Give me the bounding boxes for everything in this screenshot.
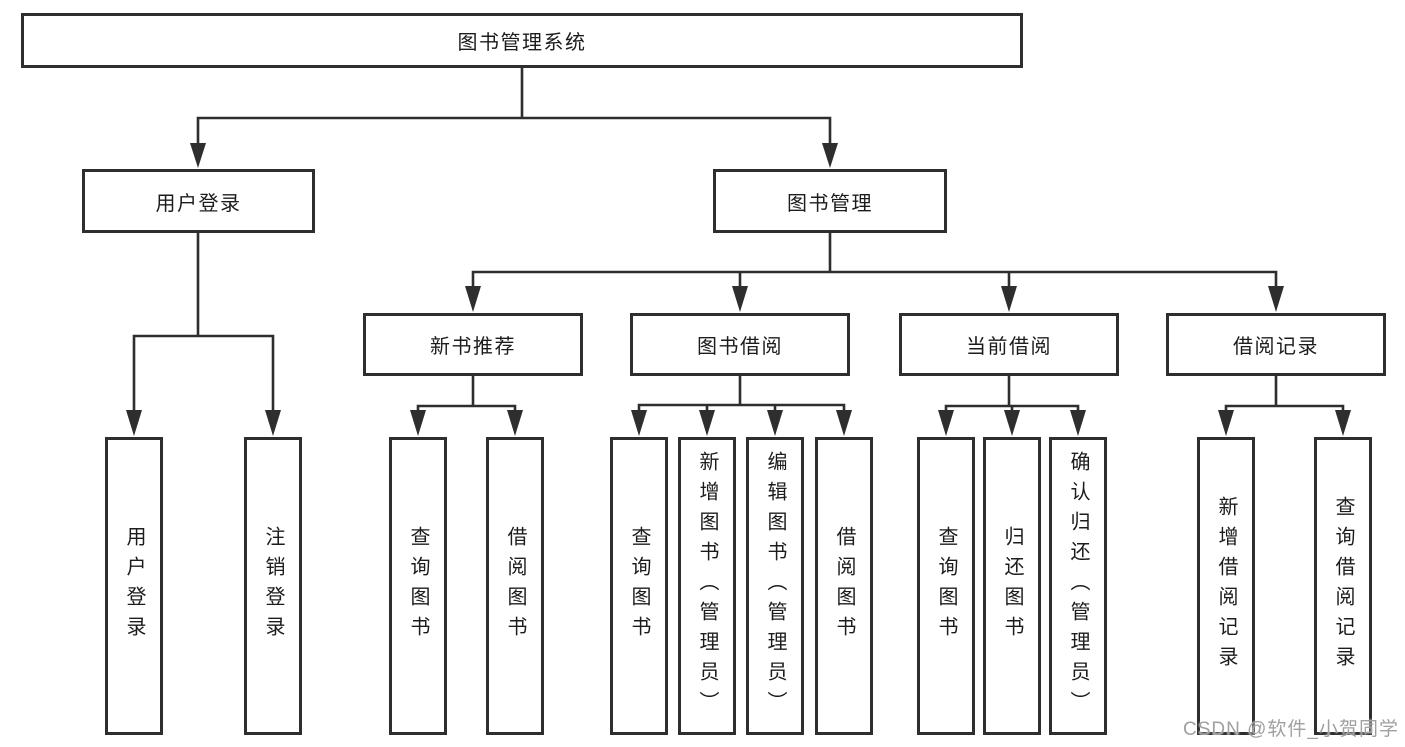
- leaf-node-label: 注销登录: [262, 526, 284, 646]
- section-node-label: 新书推荐: [430, 336, 516, 358]
- leaf-node-borrow-books-recommend: 借阅图书: [486, 437, 544, 735]
- branch-node-label: 图书管理: [787, 192, 873, 215]
- section-node-book-borrow: 图书借阅: [630, 313, 850, 376]
- connector-user-login-children: [126, 231, 281, 436]
- connector-new-books-children: [410, 374, 523, 436]
- section-node-current-borrow: 当前借阅: [899, 313, 1119, 376]
- leaf-node-label: 归还图书: [1001, 526, 1023, 646]
- leaf-node-label: 借阅图书: [504, 526, 526, 646]
- leaf-node-label: 借阅图书: [833, 526, 855, 646]
- root-node-label: 图书管理系统: [457, 32, 587, 54]
- leaf-node-borrow-books: 借阅图书: [815, 437, 873, 735]
- connector-borrow-records-children: [1218, 374, 1351, 436]
- leaf-node-label: 查询图书: [407, 526, 429, 646]
- section-node-label: 当前借阅: [966, 336, 1052, 358]
- leaf-node-user-login: 用户登录: [105, 437, 163, 735]
- leaf-node-edit-books-admin: 编辑图书（管理员）: [746, 437, 804, 735]
- leaf-node-query-books-current: 查询图书: [917, 437, 975, 735]
- section-node-label: 借阅记录: [1233, 336, 1319, 358]
- leaf-node-query-books-borrow: 查询图书: [610, 437, 668, 735]
- leaf-node-label: 用户登录: [123, 526, 145, 646]
- csdn-watermark: CSDN @软件_小贺同学: [1183, 719, 1399, 740]
- leaf-node-query-borrow-record: 查询借阅记录: [1314, 437, 1372, 735]
- leaf-node-label: 编辑图书（管理员）: [764, 451, 786, 721]
- leaf-node-label: 确认归还（管理员）: [1067, 451, 1089, 721]
- connector-root-to-branches: [190, 66, 838, 168]
- connector-book-borrow-children: [631, 374, 852, 436]
- leaf-node-return-books: 归还图书: [983, 437, 1041, 735]
- leaf-node-add-books-admin: 新增图书（管理员）: [678, 437, 736, 735]
- leaf-node-logout: 注销登录: [244, 437, 302, 735]
- leaf-node-label: 查询借阅记录: [1332, 496, 1354, 676]
- section-node-new-books: 新书推荐: [363, 313, 583, 376]
- connector-current-borrow-children: [938, 374, 1086, 436]
- leaf-node-add-borrow-record: 新增借阅记录: [1197, 437, 1255, 735]
- leaf-node-label: 查询图书: [628, 526, 650, 646]
- leaf-node-label: 新增图书（管理员）: [696, 451, 718, 721]
- section-node-borrow-records: 借阅记录: [1166, 313, 1386, 376]
- leaf-node-label: 新增借阅记录: [1215, 496, 1237, 676]
- leaf-node-label: 查询图书: [935, 526, 957, 646]
- leaf-node-confirm-return-admin: 确认归还（管理员）: [1049, 437, 1107, 735]
- section-node-label: 图书借阅: [697, 336, 783, 358]
- connector-book-management-children: [465, 231, 1284, 312]
- branch-node-label: 用户登录: [155, 192, 242, 215]
- leaf-node-query-books-recommend: 查询图书: [389, 437, 447, 735]
- branch-node-user-login: 用户登录: [82, 169, 315, 233]
- branch-node-book-management: 图书管理: [713, 169, 947, 233]
- root-node-library-system: 图书管理系统: [21, 13, 1023, 68]
